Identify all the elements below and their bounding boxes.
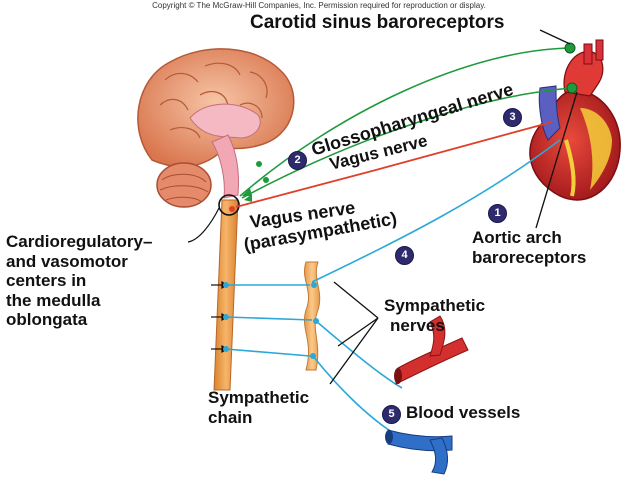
glossopharyngeal-nerve-path [239, 47, 571, 197]
aortic-line-1: Aortic arch [472, 228, 562, 247]
step-badge-3: 3 [503, 108, 522, 127]
leader-lines [329, 29, 578, 385]
aortic-arch-label: Aortic arch baroreceptors [472, 228, 586, 267]
artery [394, 315, 469, 385]
symp-chain-line-2: chain [208, 407, 253, 427]
chain-to-vein-path [312, 355, 393, 433]
centers-line-3: centers in [6, 271, 87, 291]
step-badge-1: 1 [488, 204, 507, 223]
cerebellum [156, 162, 212, 208]
medulla-center-marker [218, 194, 240, 216]
centers-line-2: and vasomotor [6, 251, 128, 271]
sympathetic-chain [304, 261, 321, 371]
carotid-sinus-label: Carotid sinus baroreceptors [250, 12, 505, 33]
aortic-line-2: baroreceptors [472, 247, 587, 267]
heart [529, 39, 621, 201]
step-badge-2: 2 [288, 151, 307, 170]
chain-to-artery-path [315, 320, 403, 389]
sympathetic-chain-label: Sympathetic chain [208, 388, 309, 427]
step-badge-5: 5 [382, 405, 401, 424]
vein [385, 429, 453, 475]
symp-chain-line-1: Sympathetic [208, 388, 310, 407]
vagus-sensory-path [241, 87, 573, 199]
vagus-motor-path [235, 121, 553, 208]
centers-line-1: Cardioregulatory– [6, 232, 153, 251]
cardioregulatory-centers-label: Cardioregulatory– and vasomotor centers … [6, 232, 152, 330]
step-badge-4: 4 [395, 246, 414, 265]
brain [137, 48, 295, 199]
spinal-cord [213, 199, 239, 391]
blood-vessels-label: Blood vessels [406, 403, 521, 422]
centers-line-4: the medulla [6, 290, 101, 310]
centers-line-5: oblongata [6, 310, 88, 330]
symp-nerves-line-1: Sympathetic [384, 296, 486, 315]
sympathetic-to-heart-path [311, 139, 561, 283]
cord-to-chain-lines [225, 284, 313, 357]
sympathetic-nerves-label: Sympathetic nerves [384, 296, 485, 335]
copyright-notice: Copyright © The McGraw-Hill Companies, I… [152, 1, 486, 10]
symp-nerves-line-2: nerves [390, 315, 445, 335]
